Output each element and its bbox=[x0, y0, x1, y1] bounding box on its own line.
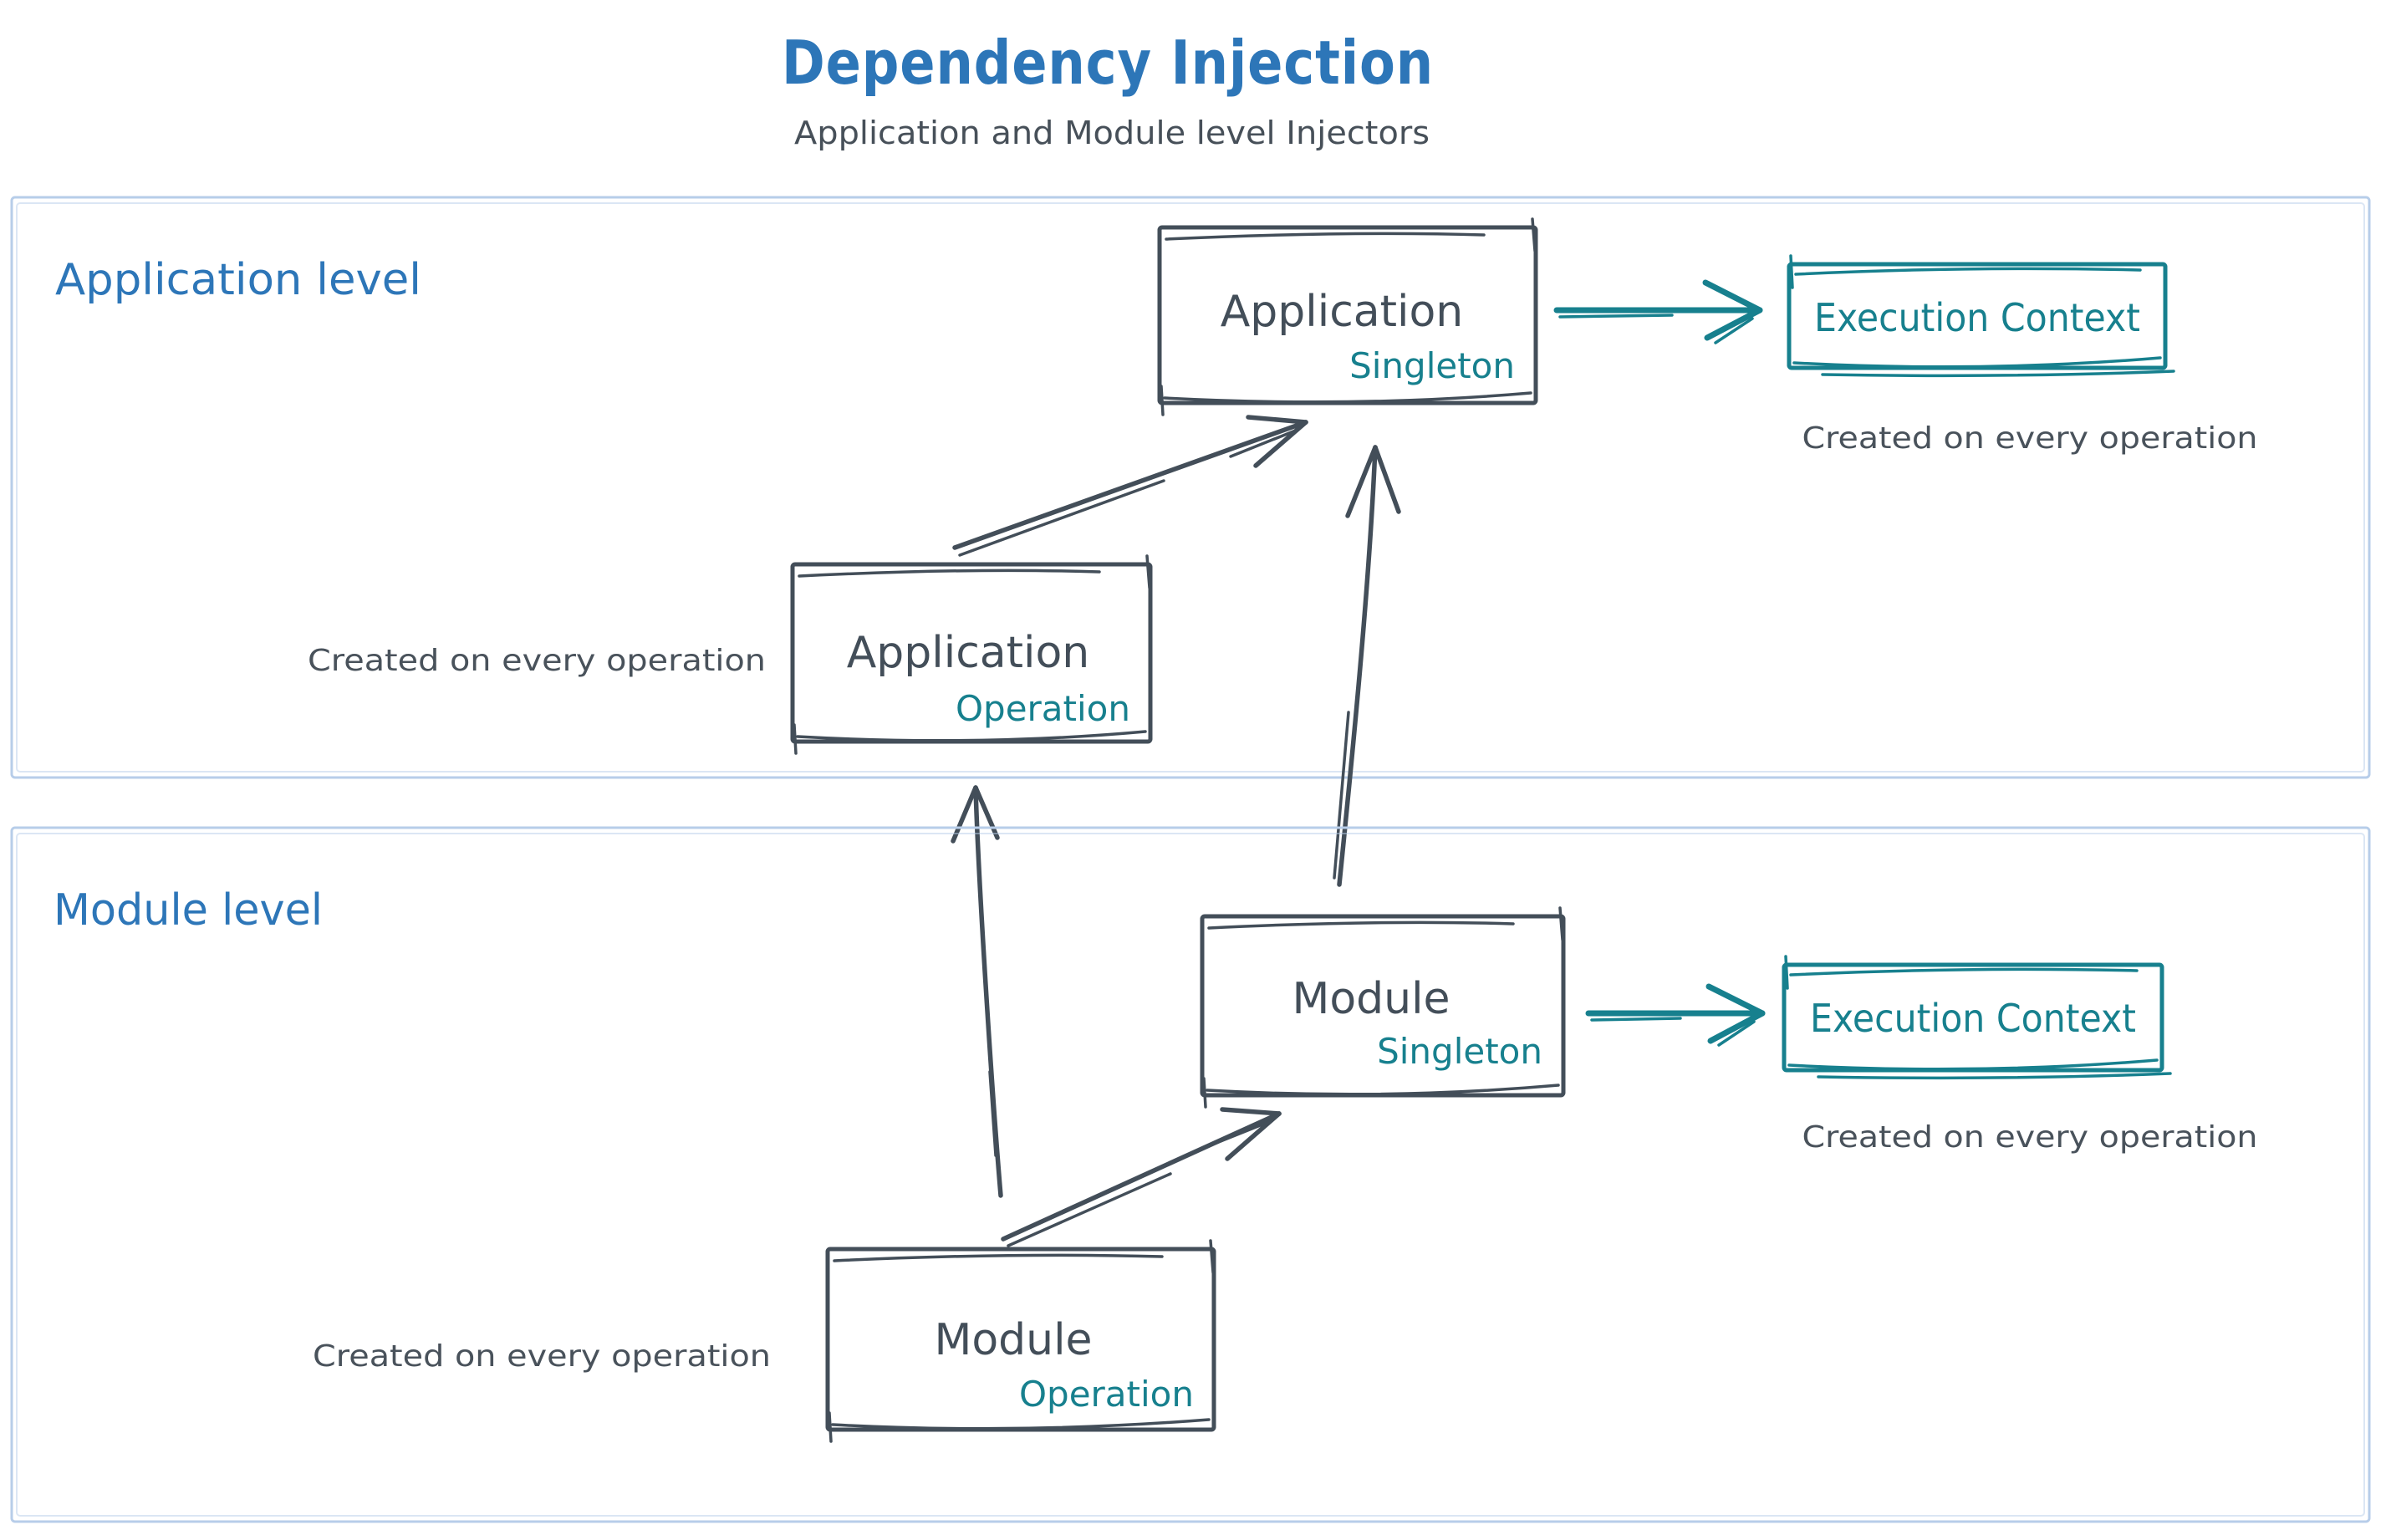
app-singleton-box: Application Singleton bbox=[1157, 217, 1538, 416]
app-execution-context-box: Execution Context bbox=[1787, 254, 2175, 378]
module-singleton-label: Module bbox=[1292, 974, 1450, 1024]
application-level-label: Application level bbox=[55, 255, 421, 305]
module-execution-context-caption: Created on every operation bbox=[1802, 1120, 2258, 1155]
module-singleton-scope: Singleton bbox=[1377, 1031, 1542, 1072]
app-singleton-label: Application bbox=[1221, 287, 1464, 337]
app-singleton-scope: Singleton bbox=[1349, 345, 1515, 386]
page-title: Dependency Injection bbox=[782, 28, 1434, 98]
arrow-module-operation-to-module-singleton bbox=[1001, 1107, 1282, 1247]
arrow-app-operation-to-app-singleton bbox=[952, 415, 1308, 557]
module-execution-context-box: Execution Context bbox=[1782, 955, 2172, 1080]
module-singleton-box: Module Singleton bbox=[1200, 906, 1566, 1109]
page-subtitle: Application and Module level Injectors bbox=[794, 115, 1430, 151]
module-operation-box: Module Operation bbox=[825, 1239, 1216, 1443]
module-operation-label: Module bbox=[934, 1315, 1092, 1365]
app-execution-context-label: Execution Context bbox=[1814, 295, 2140, 340]
app-operation-scope: Operation bbox=[956, 688, 1130, 729]
module-execution-context-label: Execution Context bbox=[1810, 996, 2136, 1041]
app-operation-box: Application Operation bbox=[790, 554, 1153, 755]
module-level-label: Module level bbox=[54, 885, 323, 936]
app-operation-label: Application bbox=[847, 628, 1090, 678]
arrow-module-singleton-to-app-singleton bbox=[1333, 445, 1401, 887]
module-operation-scope: Operation bbox=[1019, 1374, 1194, 1415]
arrow-app-singleton-to-execution-context bbox=[1553, 279, 1763, 344]
arrow-module-operation-to-app-operation bbox=[951, 785, 1003, 1198]
module-operation-caption: Created on every operation bbox=[313, 1339, 771, 1374]
app-operation-caption: Created on every operation bbox=[308, 644, 766, 678]
application-level-frame bbox=[10, 196, 2371, 779]
module-level-frame bbox=[10, 826, 2371, 1523]
app-execution-context-caption: Created on every operation bbox=[1802, 421, 2258, 456]
arrow-module-singleton-to-execution-context bbox=[1585, 983, 1766, 1047]
